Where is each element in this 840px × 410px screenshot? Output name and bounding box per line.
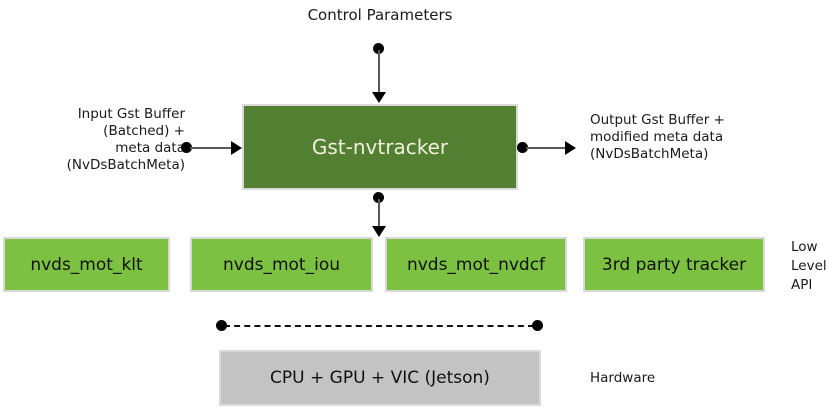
- output-arrow-start-dot: [517, 142, 528, 153]
- tracker-box-iou: nvds_mot_iou: [190, 237, 373, 292]
- control-parameters-label: Control Parameters: [307, 6, 453, 24]
- input-arrow-line: [190, 147, 232, 149]
- bottom-arrow-line: [378, 199, 380, 227]
- output-buffer-label: Output Gst Buffer + modified meta data (…: [590, 112, 725, 162]
- top-arrow-line: [378, 50, 380, 93]
- dashed-line-right-dot: [532, 320, 543, 331]
- output-arrow-line: [526, 147, 566, 149]
- hardware-boundary-dashed-line: [224, 325, 534, 327]
- hardware-box-label: CPU + GPU + VIC (Jetson): [270, 368, 490, 388]
- tracker-box-3rd-party: 3rd party tracker: [583, 237, 765, 292]
- gst-nvtracker-box-label: Gst-nvtracker: [311, 135, 449, 159]
- input-arrowhead-icon: [231, 141, 242, 155]
- top-arrowhead-icon: [372, 92, 386, 103]
- tracker-box-klt: nvds_mot_klt: [3, 237, 170, 292]
- dashed-line-left-dot: [216, 320, 227, 331]
- top-arrow-start-dot: [373, 43, 384, 54]
- bottom-arrow-start-dot: [373, 192, 384, 203]
- input-buffer-label: Input Gst Buffer (Batched) + meta data (…: [66, 106, 185, 173]
- output-arrowhead-icon: [565, 141, 576, 155]
- tracker-box-nvdcf: nvds_mot_nvdcf: [385, 237, 567, 292]
- low-level-api-label: Low Level API: [791, 239, 827, 293]
- hardware-box: CPU + GPU + VIC (Jetson): [219, 350, 541, 406]
- bottom-arrowhead-icon: [372, 226, 386, 237]
- input-arrow-start-dot: [181, 142, 192, 153]
- hardware-label: Hardware: [590, 370, 656, 386]
- gst-nvtracker-box: Gst-nvtracker: [242, 104, 518, 190]
